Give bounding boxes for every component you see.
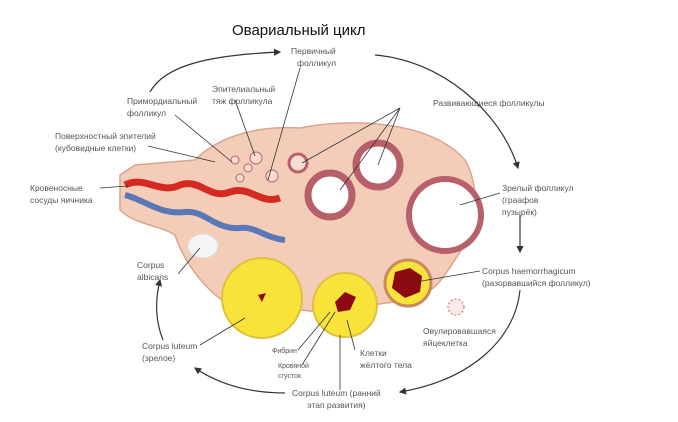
label-line: Примордиальный [127, 96, 198, 106]
label-line: этап развития) [307, 400, 366, 410]
label-line: пузырёк) [502, 207, 537, 217]
label-line: (кубовидные клетки) [55, 143, 137, 153]
label-line: сгусток [278, 373, 302, 380]
corpus-haemorrhagicum-shape [392, 268, 422, 298]
label-line: Клетки [360, 348, 387, 358]
label-line: Зрелый фолликул [502, 183, 574, 193]
label-mature-follicle: Зрелый фолликул (граафов пузырёк) [502, 182, 574, 218]
label-line: тяж фолликула [212, 96, 273, 106]
developing-follicle [304, 169, 356, 221]
label-blood-vessels: Кровеносные сосуды яичника [30, 182, 93, 206]
ovary-artery [123, 178, 282, 203]
label-corpus-luteum-mature: Corpus luteum (зрелое) [142, 340, 197, 364]
label-line: сосуды яичника [30, 195, 93, 205]
label-line: Фибрин [272, 348, 297, 355]
label-surface-epithelium: Поверхностный эпителий (кубовидные клетки… [55, 130, 156, 154]
label-ovulated-oocyte: Овулировавшаяся яйцеклетка [423, 325, 496, 349]
label-corpus-luteum-early: Corpus luteum (ранний этап развития) [292, 387, 381, 411]
label-line: жёлтого тела [360, 360, 412, 370]
ovulated-oocyte-shape [447, 298, 465, 316]
label-line: (разорвавшийся фолликул) [482, 278, 591, 288]
mature-follicle-shape [406, 176, 484, 254]
label-blood-clot: Кровяной сгусток [278, 362, 309, 382]
label-line: фолликул [297, 58, 337, 68]
label-fibrin: Фибрин [272, 347, 297, 357]
label-developing-follicles: Развивающиеся фолликулы [433, 97, 545, 109]
label-line: Corpus [137, 260, 165, 270]
label-corpus-albicans: Corpus albicans [137, 259, 168, 283]
label-line: Первичный [291, 46, 336, 56]
label-line: (граафов [502, 195, 539, 205]
label-line: (зрелое) [142, 353, 176, 363]
label-line: albicans [137, 272, 169, 282]
label-line: Эпителиальный [212, 84, 276, 94]
corpus-albicans-shape [187, 233, 219, 259]
small-follicles [230, 151, 309, 183]
label-corpus-haemorrhagicum: Corpus haemorrhagicum (разорвавшийся фолл… [482, 265, 591, 289]
diagram-title: Овариальный цикл [232, 22, 366, 39]
label-line: Кровеносные [30, 183, 83, 193]
label-primordial-follicle: Примордиальный фолликул [127, 95, 197, 119]
label-line: фолликул [127, 108, 167, 118]
ovary-vein [124, 192, 286, 243]
label-line: Развивающиеся фолликулы [433, 98, 545, 108]
label-line: Corpus haemorrhagicum [482, 266, 576, 276]
label-line: Corpus luteum (ранний [292, 388, 381, 398]
label-line: яйцеклетка [423, 338, 468, 348]
label-epithelial-cord: Эпителиальный тяж фолликула [212, 83, 275, 107]
label-line: Поверхностный эпителий [55, 131, 156, 141]
label-primary-follicle: Первичный фолликул [291, 45, 336, 69]
label-luteal-cells: Клетки жёлтого тела [360, 347, 412, 371]
label-line: Corpus luteum [142, 341, 198, 351]
label-line: Овулировавшаяся [423, 326, 496, 336]
label-line: Кровяной [278, 363, 309, 370]
